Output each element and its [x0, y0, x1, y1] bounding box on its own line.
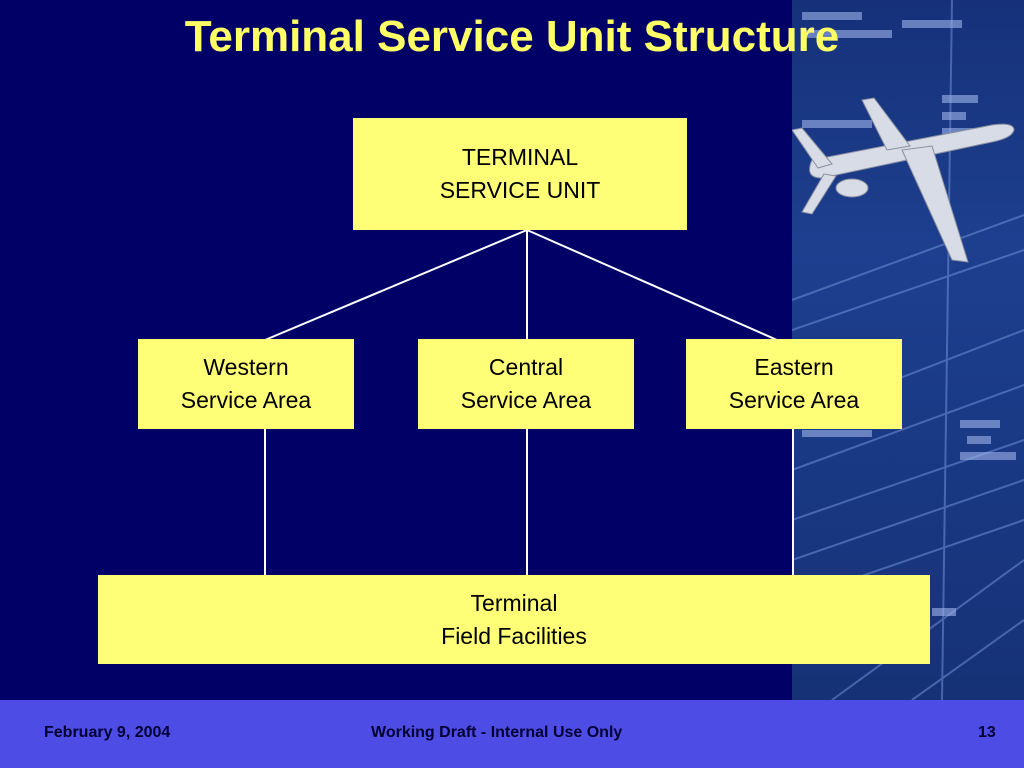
terminal-field-facilities-line2: Field Facilities	[441, 622, 587, 649]
central-service-area-line1: Central	[488, 354, 564, 380]
footer-center-text: Working Draft - Internal Use Only	[371, 724, 623, 741]
terminal-service-unit-line1: TERMINAL	[461, 144, 579, 170]
footer-date: February 9, 2004	[44, 724, 171, 741]
western-service-area-line1: Western	[203, 354, 289, 380]
terminal-field-facilities-box: Terminal Field Facilities	[98, 575, 930, 664]
connector-lines	[264, 229, 794, 576]
terminal-service-unit-box: TERMINAL SERVICE UNIT	[353, 118, 687, 230]
terminal-field-facilities-line1: Terminal	[470, 589, 558, 616]
eastern-service-area-line1: Eastern	[754, 354, 834, 380]
footer-page-number: 13	[978, 724, 996, 741]
connector-top-east	[526, 229, 778, 341]
eastern-service-area-line2: Service Area	[728, 387, 860, 413]
connector-top-west	[264, 229, 528, 341]
footer-bar: February 9, 2004 Working Draft - Interna…	[0, 700, 1024, 768]
central-service-area-box: Central Service Area	[418, 339, 634, 429]
slide-title: Terminal Service Unit Structure	[184, 12, 840, 61]
western-service-area-line2: Service Area	[180, 387, 312, 413]
western-service-area-box: Western Service Area	[138, 339, 354, 429]
terminal-service-unit-line2: SERVICE UNIT	[439, 177, 601, 203]
central-service-area-line2: Service Area	[460, 387, 592, 413]
eastern-service-area-box: Eastern Service Area	[686, 339, 902, 429]
